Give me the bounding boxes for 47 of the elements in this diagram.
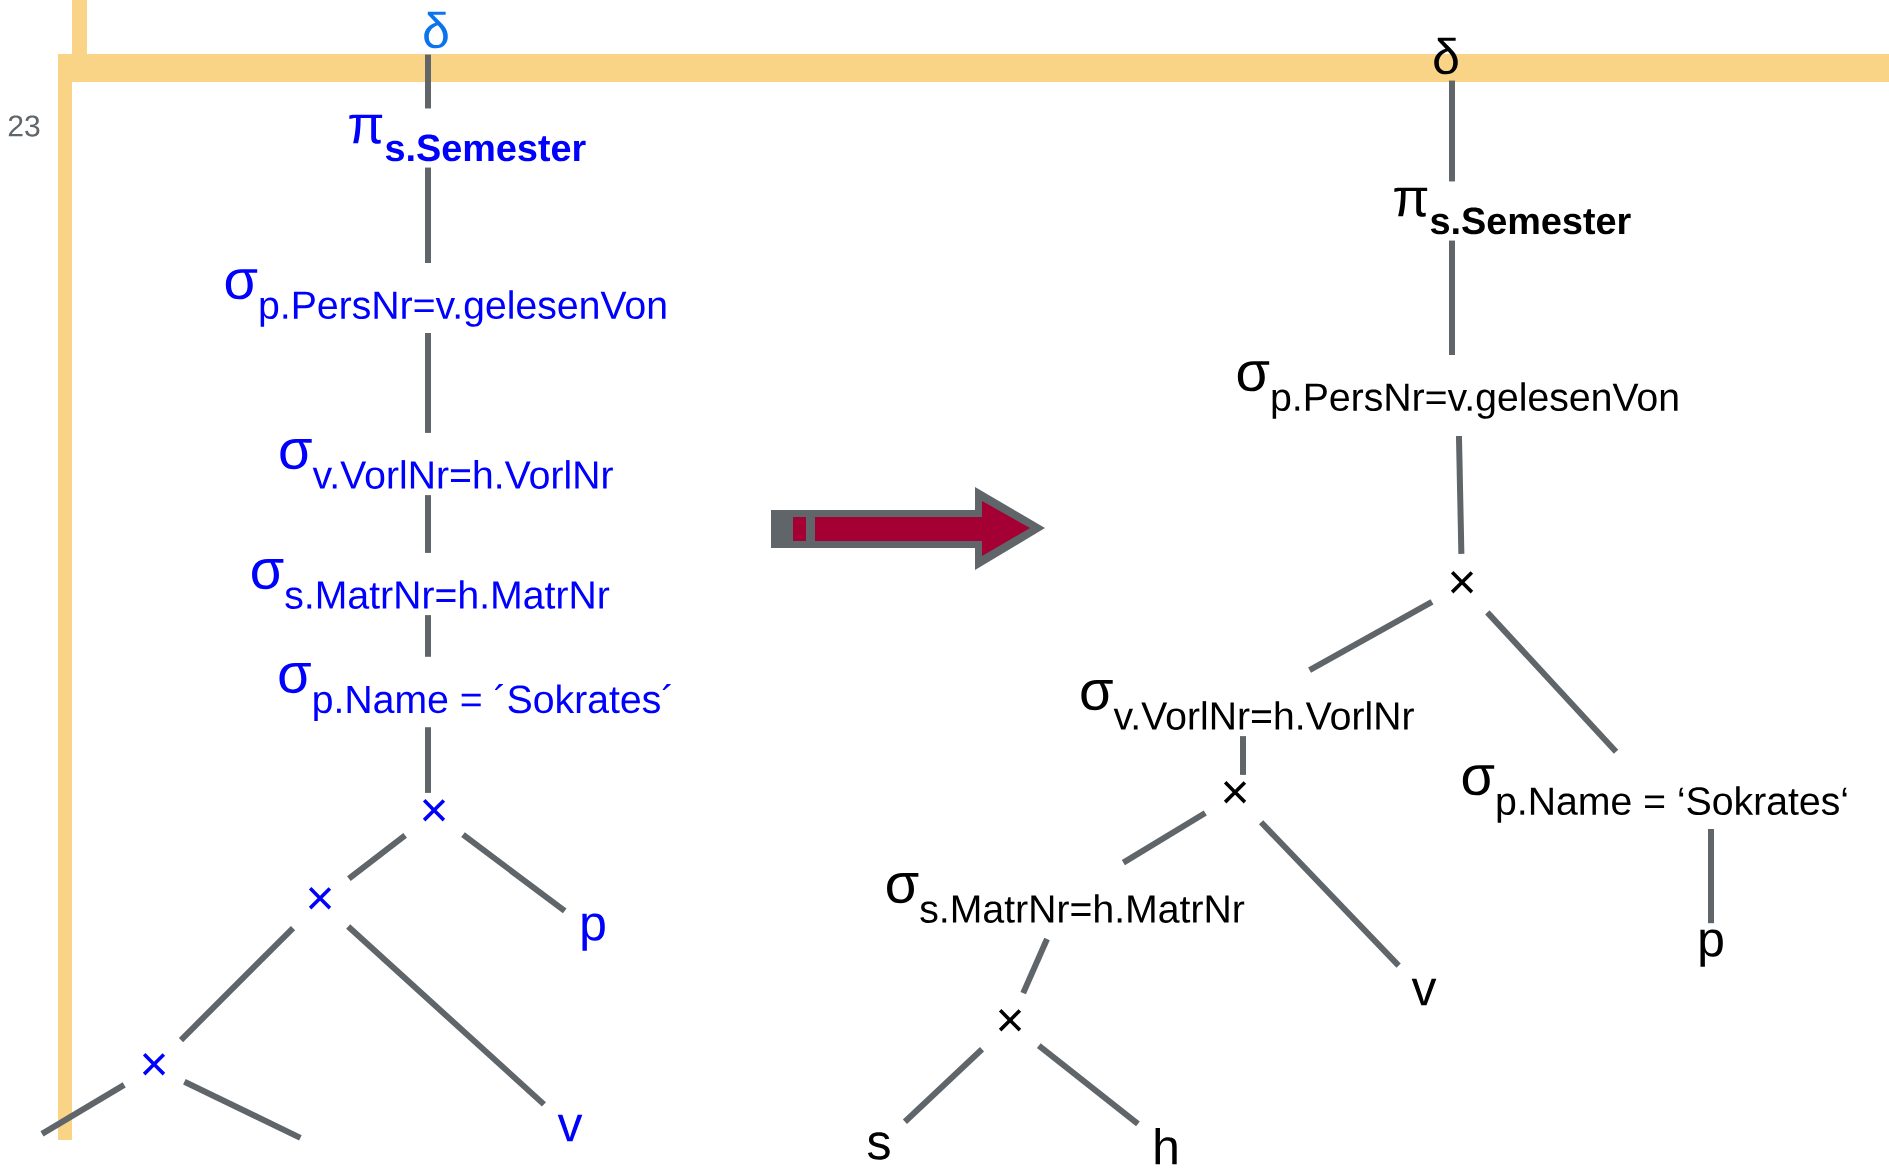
- relation-symbol: p: [582, 913, 605, 951]
- tree-edge: [1020, 937, 1050, 995]
- cross-product-symbol: ×: [308, 887, 332, 910]
- tree-edge: [461, 832, 567, 914]
- tree-edge: [425, 54, 431, 109]
- projection-label: $\text{π}_{\textbf{s.Semester}}$: [349, 114, 586, 162]
- selection-label: $\text{σ}_{\text{p.PersNr=v.gelesenVon}}$: [1237, 361, 1678, 419]
- tree-edge: [1455, 435, 1465, 554]
- relation-symbol: p: [1700, 929, 1723, 967]
- tree-edge: [1240, 736, 1246, 775]
- tree-edge: [183, 1079, 302, 1141]
- selection-label: $\text{σ}_{\text{p.Name = `Sokrates`}}$: [1462, 765, 1847, 823]
- tree-edge: [1121, 810, 1207, 866]
- tree-edge: [346, 924, 546, 1107]
- cross-product-symbol: ×: [1223, 781, 1247, 804]
- relation-symbol: s: [867, 1132, 890, 1160]
- selection-label: $\text{σ}_{\text{v.VorlNr=h.VorlNr}}$: [1081, 680, 1414, 730]
- selection-label: $\text{σ}_{\text{p.PersNr=v.gelesenVon}}$: [225, 269, 666, 327]
- cross-product-symbol: ×: [422, 799, 446, 822]
- tree-edge: [1449, 240, 1455, 356]
- tree-edge: [425, 727, 431, 793]
- tree-edge: [1308, 599, 1434, 673]
- selection-label: $\text{σ}_{\text{v.VorlNr=h.VorlNr}}$: [280, 439, 613, 489]
- relation-symbol: δ: [424, 11, 448, 49]
- tree-edge: [425, 495, 431, 553]
- selection-label: $\text{σ}_{\text{s.MatrNr=h.MatrNr}}$: [887, 873, 1245, 923]
- tree-edge: [1485, 610, 1619, 754]
- tree-edge: [1449, 80, 1455, 182]
- tree-edge: [425, 167, 431, 264]
- cross-product-symbol: ×: [142, 1053, 166, 1076]
- tree-edge: [178, 925, 296, 1043]
- tree-edge: [347, 832, 407, 882]
- slide-number: 23: [8, 115, 40, 137]
- cross-product-symbol: ×: [1450, 571, 1474, 594]
- relation-symbol: δ: [1434, 37, 1458, 75]
- projection-label: $\text{π}_{\textbf{s.Semester}}$: [1394, 187, 1631, 235]
- selection-label: $\text{σ}_{\text{s.MatrNr=h.MatrNr}}$: [252, 559, 610, 609]
- tree-edge: [902, 1047, 985, 1124]
- relation-symbol: v: [1411, 978, 1437, 1006]
- relation-symbol: h: [1155, 1127, 1177, 1165]
- tree-edge: [425, 615, 431, 657]
- relation-symbol: v: [557, 1114, 583, 1142]
- selection-label: $\text{σ}_{\text{p.Name = ´Sokrates´}}$: [279, 663, 671, 721]
- cross-product-symbol: ×: [998, 1009, 1022, 1032]
- tree-edge: [1036, 1043, 1140, 1127]
- tree-edge: [40, 1082, 126, 1137]
- tree-edge: [1258, 820, 1401, 968]
